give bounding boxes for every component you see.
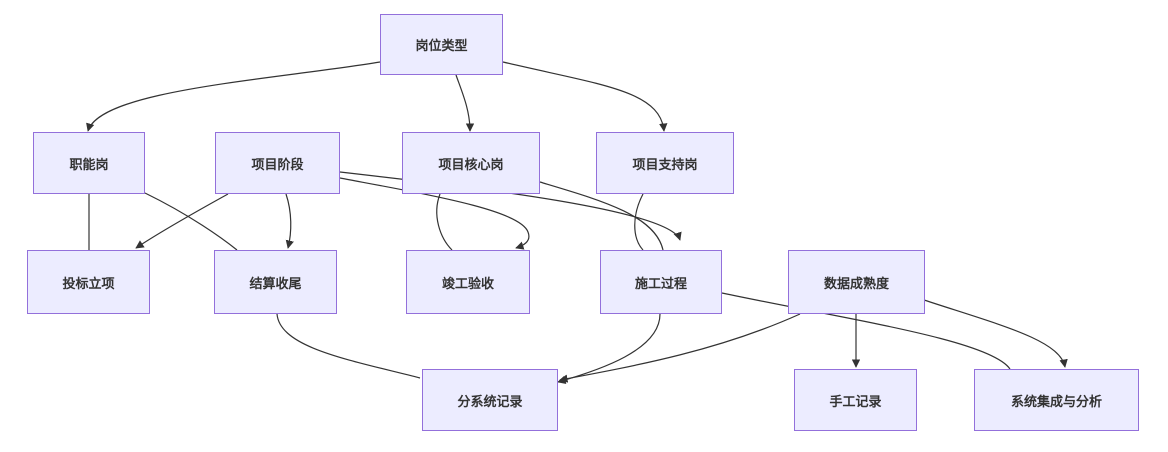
node-manual-record: 手工记录: [794, 369, 917, 431]
edge-phase-to-bidding: [135, 193, 229, 249]
edge-post-type-to-project-support: [502, 61, 668, 132]
edge-construction-to-integration: [721, 292, 1011, 370]
node-project-support: 项目支持岗: [596, 132, 734, 194]
edge-settlement-to-subsystem: [276, 313, 421, 379]
edge-phase-to-construction: [339, 171, 682, 241]
node-post-type: 岗位类型: [380, 14, 503, 75]
edge-post-type-to-functional: [86, 61, 381, 132]
edge-core-to-completion: [436, 193, 453, 251]
edge-post-type-to-project-core: [455, 74, 475, 132]
node-construction: 施工过程: [600, 250, 722, 314]
node-subsystem-record: 分系统记录: [422, 369, 558, 431]
edge-maturity-to-subsystem: [559, 313, 801, 383]
node-system-integration: 系统集成与分析: [974, 369, 1139, 431]
edge-phase-to-settlement: [285, 193, 294, 249]
node-completion: 竣工验收: [406, 250, 530, 314]
edge-phase-to-completion: [339, 177, 530, 250]
node-data-maturity: 数据成熟度: [788, 250, 925, 314]
node-project-phase: 项目阶段: [215, 132, 340, 194]
node-bidding: 投标立项: [27, 250, 150, 314]
node-project-core: 项目核心岗: [402, 132, 540, 194]
edge-maturity-to-integration: [923, 299, 1068, 368]
edge-construction-to-subsystem: [557, 313, 661, 384]
edge-core-to-construction: [539, 181, 664, 251]
edge-support-to-construction: [634, 193, 644, 251]
node-settlement: 结算收尾: [214, 250, 337, 314]
edge-functional-to-settlement: [144, 192, 238, 251]
node-functional: 职能岗: [33, 132, 145, 194]
